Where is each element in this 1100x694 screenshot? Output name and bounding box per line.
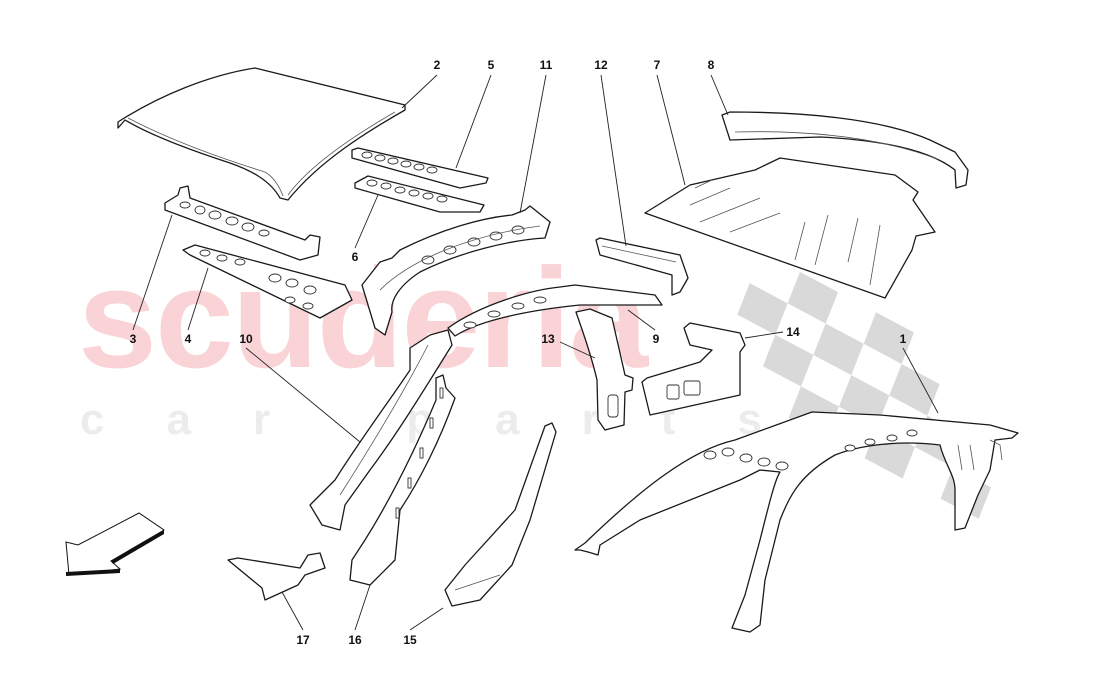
part-sill-panel[interactable]: [444, 422, 557, 607]
leader-lines: [132, 74, 939, 631]
callout-1[interactable]: 1: [899, 332, 907, 346]
callout-2[interactable]: 2: [433, 58, 441, 72]
callout-3[interactable]: 3: [129, 332, 137, 346]
callout-8[interactable]: 8: [707, 58, 715, 72]
part-front-crossmember-upper[interactable]: [164, 185, 321, 261]
callout-17[interactable]: 17: [296, 633, 310, 647]
callout-9[interactable]: 9: [652, 332, 660, 346]
callout-5[interactable]: 5: [487, 58, 495, 72]
callout-12[interactable]: 12: [594, 58, 608, 72]
callout-15[interactable]: 15: [403, 633, 417, 647]
callout-16[interactable]: 16: [348, 633, 362, 647]
part-rear-quarter-panel-inner[interactable]: [641, 322, 746, 416]
callout-7[interactable]: 7: [653, 58, 661, 72]
part-roof-panel[interactable]: [117, 67, 406, 201]
part-b-pillar-inner[interactable]: [575, 308, 634, 431]
part-a-pillar-outer[interactable]: [309, 329, 453, 531]
part-rear-roof-rail-bracket[interactable]: [595, 237, 689, 296]
callout-14[interactable]: 14: [786, 325, 800, 339]
callout-10[interactable]: 10: [239, 332, 253, 346]
part-body-shell-frame[interactable]: [574, 411, 1019, 633]
callout-6[interactable]: 6: [351, 250, 359, 264]
callout-11[interactable]: 11: [539, 58, 553, 72]
watermark-scuderia: scuderia: [78, 239, 648, 398]
part-roof-crossmember-lower[interactable]: [354, 175, 485, 213]
part-front-bracket[interactable]: [227, 552, 326, 601]
front-direction-arrow-icon: [65, 512, 165, 576]
callout-4[interactable]: 4: [184, 332, 192, 346]
part-roof-side-rail-outer[interactable]: [361, 205, 551, 336]
part-rear-upper-crossmember[interactable]: [721, 111, 969, 189]
part-front-crossmember-lower[interactable]: [182, 244, 353, 319]
part-roof-side-rail-inner[interactable]: [447, 284, 663, 337]
part-rear-parcel-shelf[interactable]: [644, 157, 936, 299]
callout-13[interactable]: 13: [541, 332, 555, 346]
part-roof-crossmember-upper[interactable]: [351, 147, 489, 189]
